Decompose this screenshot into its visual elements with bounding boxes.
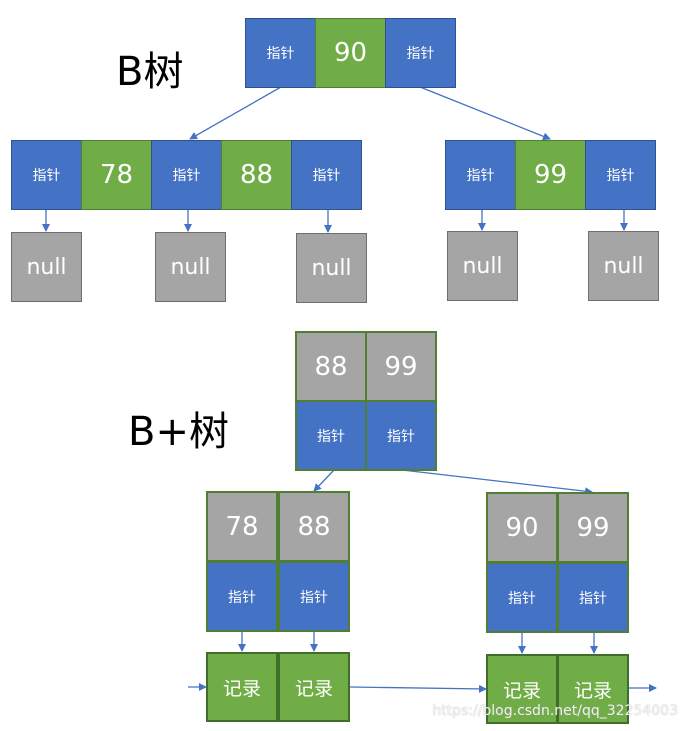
bplus-record-3: 记录 [486, 654, 558, 724]
btree-title: B树 [116, 49, 184, 95]
btree-null-leaf-5: null [588, 231, 659, 301]
btree-right-key-1: 99 [515, 140, 586, 210]
bplus-left-pointer-2: 指针 [278, 561, 350, 632]
arrow-leaf-list-link [349, 684, 487, 693]
bplus-left-key-1: 78 [206, 491, 278, 562]
bplus-record-4: 记录 [557, 654, 629, 724]
btree-null-leaf-2: null [155, 232, 226, 302]
bplus-root-pointer-1: 指针 [295, 400, 367, 471]
bplus-root-pointer-2: 指针 [365, 400, 437, 471]
btree-null-leaf-3: null [296, 233, 367, 303]
btree-left-pointer-3: 指针 [291, 140, 362, 210]
bplus-right-pointer-2: 指针 [557, 562, 629, 633]
arrow-bplus-root-right [401, 469, 593, 496]
btree-left-pointer-2: 指针 [151, 140, 222, 210]
btree-left-key-2: 88 [221, 140, 292, 210]
bplus-right-key-2: 99 [557, 492, 629, 563]
arrow-root-left [189, 86, 282, 140]
btree-root-right-pointer: 指针 [385, 18, 456, 88]
btree-root-left-pointer: 指针 [245, 18, 316, 88]
bplus-root-key-1: 88 [295, 331, 367, 402]
btree-right-pointer-1: 指针 [445, 140, 516, 210]
bplus-record-1: 记录 [206, 652, 278, 722]
bplus-record-2: 记录 [278, 652, 350, 722]
bplus-right-key-1: 90 [486, 492, 558, 563]
btree-right-pointer-2: 指针 [585, 140, 656, 210]
btree-left-pointer-1: 指针 [11, 140, 82, 210]
bplus-root-key-2: 99 [365, 331, 437, 402]
bplus-right-pointer-1: 指针 [486, 562, 558, 633]
btree-null-leaf-1: null [11, 232, 82, 302]
btree-null-leaf-4: null [447, 231, 518, 301]
bplus-left-key-2: 88 [278, 491, 350, 562]
bplus-left-pointer-1: 指针 [206, 561, 278, 632]
arrow-bplus-root-left [313, 469, 335, 492]
bplustree-title: B+树 [128, 409, 229, 455]
watermark: https://blog.csdn.net/qq_32254003 [432, 703, 678, 719]
btree-left-key-1: 78 [81, 140, 152, 210]
btree-root-key: 90 [315, 18, 386, 88]
arrow-root-right [419, 86, 551, 141]
